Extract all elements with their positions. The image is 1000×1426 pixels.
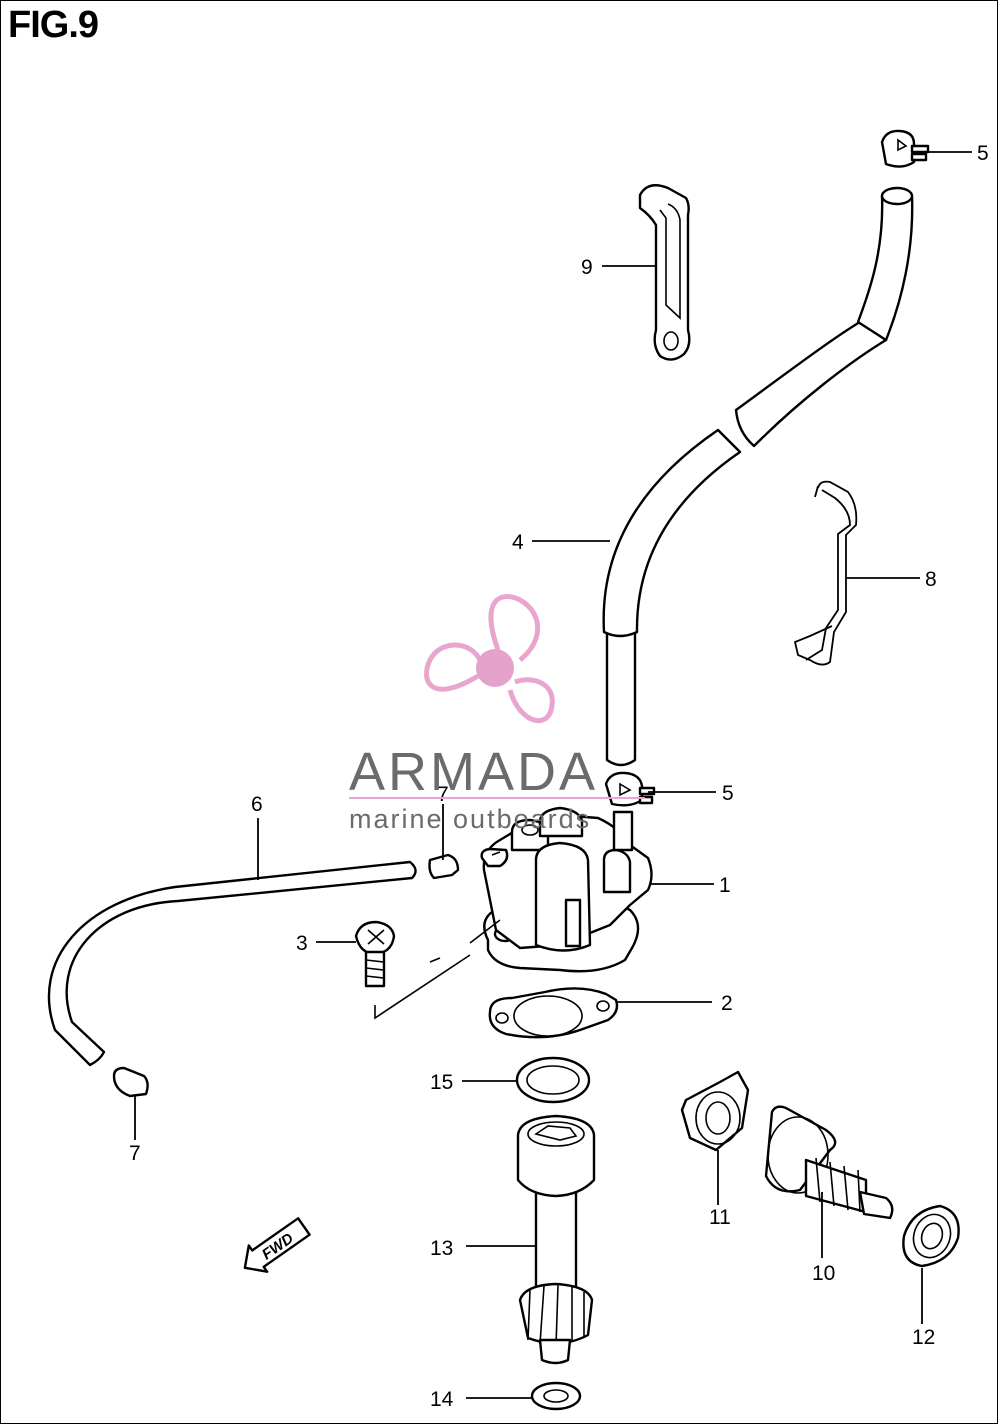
part-7-cap-top (428, 853, 460, 880)
part-14-washer (530, 1381, 582, 1411)
callout-3: 3 (296, 932, 308, 955)
part-6-tube (47, 860, 417, 1067)
part-11-bushing (680, 1070, 750, 1152)
callout-12: 12 (912, 1326, 935, 1349)
callout-2: 2 (721, 992, 733, 1015)
watermark-tagline: marine outboards (349, 804, 591, 834)
part-4-hose (602, 186, 914, 767)
part-1-pump-housing (480, 806, 653, 973)
part-13-drive-shaft (516, 1114, 596, 1365)
callout-1: 1 (719, 874, 731, 897)
figure-title: FIG.9 (8, 4, 99, 46)
propeller-icon (424, 594, 555, 724)
part-12-oil-seal (902, 1204, 960, 1268)
callout-5-mid: 5 (722, 782, 734, 805)
callout-labels: 5 9 4 8 5 6 7 1 3 2 15 7 11 10 13 12 14 (129, 142, 989, 1411)
callout-7-bottom: 7 (129, 1142, 141, 1165)
part-15-o-ring (515, 1056, 591, 1104)
callout-5-top: 5 (977, 142, 989, 165)
callout-11: 11 (709, 1206, 731, 1229)
part-10-gear-assy (764, 1105, 894, 1220)
armada-watermark: ARMADA marine outboards (349, 594, 645, 834)
callout-4: 4 (512, 531, 524, 554)
watermark-brand: ARMADA (349, 742, 598, 802)
callout-7-top: 7 (437, 783, 449, 806)
fwd-arrow-icon: FWD (243, 1217, 311, 1273)
part-2-gasket (488, 987, 619, 1039)
part-5-clip-mid (604, 771, 656, 807)
callout-13: 13 (430, 1237, 453, 1260)
part-3-bolt (354, 920, 396, 988)
part-5-clip-top (880, 129, 930, 168)
callout-9: 9 (581, 256, 593, 279)
part-9-bracket (638, 184, 691, 361)
leader-lines (134, 151, 972, 1399)
callout-6: 6 (251, 793, 263, 816)
callout-8: 8 (925, 568, 937, 591)
part-7-cap-bottom (112, 1066, 149, 1098)
callout-14: 14 (430, 1388, 454, 1411)
part-8-wire-clip (793, 480, 858, 666)
callout-10: 10 (812, 1262, 835, 1285)
callout-15: 15 (430, 1071, 453, 1094)
